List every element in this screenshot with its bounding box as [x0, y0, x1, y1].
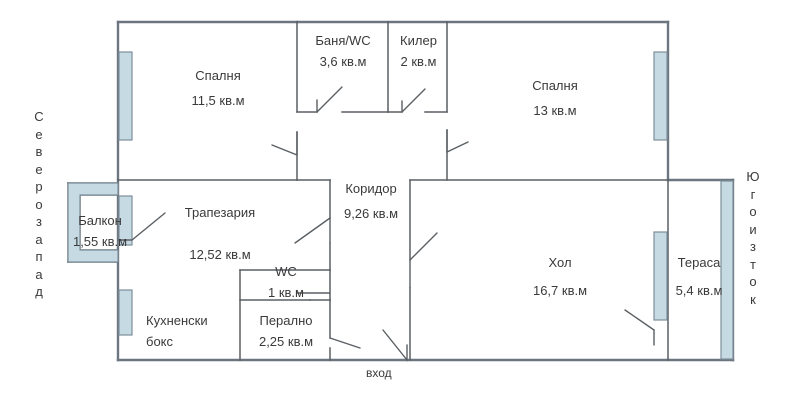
- compass-letter: к: [750, 291, 756, 307]
- door-swings: [117, 86, 655, 361]
- compass-letter: Ю: [746, 169, 760, 184]
- door-bedroom-nw: [271, 144, 298, 156]
- compass-letter: о: [749, 204, 757, 219]
- compass-letter: з: [750, 239, 756, 254]
- compass-letter: С: [34, 109, 44, 124]
- room-label-wc: WC 1 кв.м: [244, 264, 328, 300]
- room-area: 2,25 кв.м: [258, 334, 314, 349]
- room-area: 16,7 кв.м: [532, 283, 588, 298]
- room-area: 12,52 кв.м: [189, 247, 251, 262]
- room-name: Балкон: [78, 213, 122, 228]
- door-laundry: [329, 337, 361, 349]
- door-terrace: [624, 309, 655, 331]
- window-bedroom-nw: [118, 51, 133, 141]
- room-label-dining: Трапезария 12,52 кв.м: [140, 205, 300, 262]
- door-bath-wc: [316, 86, 343, 113]
- compass-letter: о: [35, 196, 43, 212]
- compass-letter: р: [35, 179, 43, 194]
- room-label-living: Хол 16,7 кв.м: [495, 255, 625, 298]
- door-dining: [294, 217, 331, 244]
- room-area: 2 кв.м: [400, 54, 437, 69]
- room-name: Спалня: [532, 78, 578, 93]
- compass-letter: г: [750, 186, 756, 202]
- room-label-laundry: Перално 2,25 кв.м: [244, 313, 328, 349]
- room-label-bath-wc: Баня/WC 3,6 кв.м: [299, 33, 387, 69]
- compass-letter: т: [750, 256, 756, 272]
- room-name: Баня/WC: [315, 33, 371, 48]
- door-living: [409, 232, 438, 261]
- compass-letter: з: [36, 214, 42, 229]
- window-terrace: [720, 180, 734, 360]
- room-area: 1,55 кв.м: [72, 234, 128, 249]
- door-balcony: [131, 212, 166, 241]
- room-name: Трапезария: [184, 205, 256, 220]
- room-area: 5,4 кв.м: [675, 283, 723, 298]
- room-name: Коридор: [345, 181, 397, 196]
- door-entrance: [382, 329, 408, 361]
- room-area: 1 кв.м: [268, 285, 304, 300]
- door-pantry: [401, 88, 426, 113]
- window-balcony-band: [67, 182, 119, 263]
- compass-letter: е: [35, 161, 43, 177]
- room-label-kitchen: Кухненски бокс: [146, 313, 240, 349]
- room-label-terrace: Тераса 5,4 кв.м: [670, 255, 728, 298]
- room-name: Кухненски: [146, 313, 208, 328]
- room-label-pantry: Килер 2 кв.м: [390, 33, 447, 69]
- compass-letter: о: [749, 274, 757, 289]
- compass-letter: д: [35, 284, 43, 299]
- room-area: бокс: [146, 334, 174, 349]
- room-label-balcony: Балкон 1,55 кв.м: [60, 213, 140, 249]
- window-bedroom-ne: [653, 51, 668, 141]
- room-name: Килер: [400, 33, 437, 48]
- window-balcony-upper: [118, 195, 133, 246]
- room-name: Спалня: [195, 68, 241, 83]
- room-area: 9,26 кв.м: [343, 206, 399, 221]
- room-name: Тераса: [677, 255, 721, 270]
- room-name: Хол: [548, 255, 572, 270]
- compass-letter: п: [35, 249, 43, 264]
- window-living: [653, 231, 668, 321]
- compass-letter: а: [35, 266, 43, 282]
- window-kitchen: [118, 289, 133, 336]
- door-bedroom-ne: [446, 141, 469, 153]
- entrance-label: вход: [366, 366, 392, 380]
- room-area: 3,6 кв.м: [319, 54, 367, 69]
- room-label-bedroom-nw: Спалня 11,5 кв.м: [148, 68, 288, 108]
- room-name: Перално: [259, 313, 313, 328]
- room-name: WC: [275, 264, 297, 279]
- compass-letter: и: [749, 221, 757, 237]
- compass-letter: в: [35, 144, 43, 159]
- room-area: 13 кв.м: [533, 103, 577, 118]
- windows: [67, 51, 734, 360]
- room-label-bedroom-ne: Спалня 13 кв.м: [490, 78, 620, 118]
- room-area: 11,5 кв.м: [191, 93, 245, 108]
- compass-letter: е: [35, 126, 43, 142]
- room-label-corridor: Коридор 9,26 кв.м: [333, 181, 409, 221]
- compass-letter: а: [35, 231, 43, 247]
